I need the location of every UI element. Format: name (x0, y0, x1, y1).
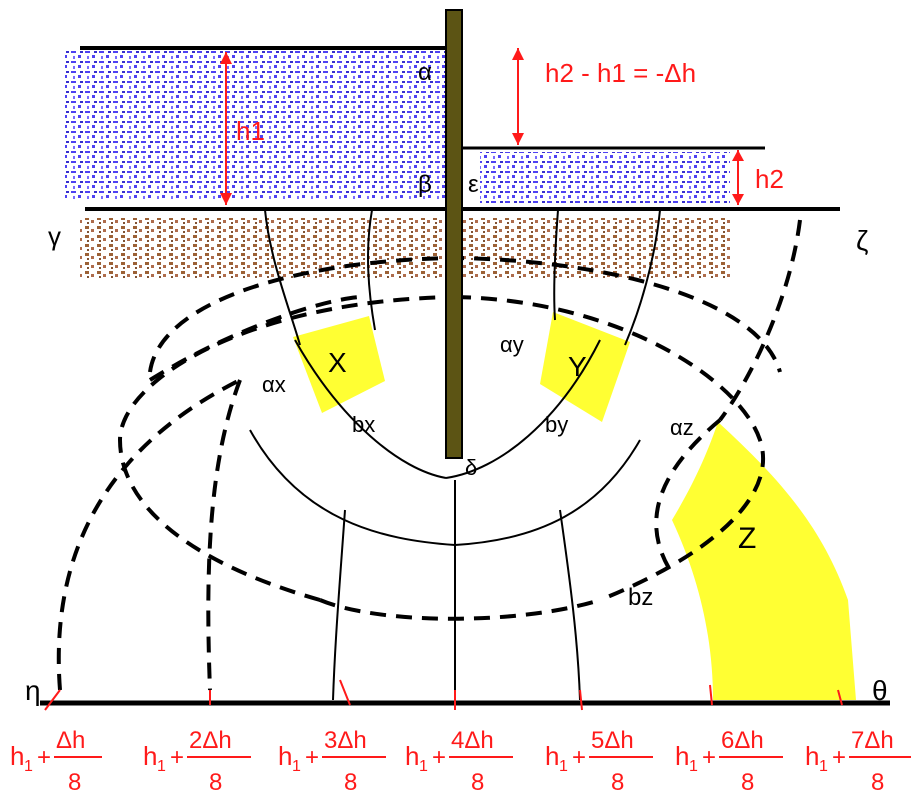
svg-text:h: h (675, 741, 689, 771)
cell-y-b-label: by (545, 412, 568, 437)
svg-text:1: 1 (157, 758, 166, 775)
upstream-depth-label: h1 (236, 116, 265, 146)
svg-text:h: h (545, 741, 559, 771)
cell-y-label: Y (568, 351, 587, 382)
svg-text:8: 8 (741, 769, 754, 796)
cell-x (293, 316, 385, 413)
svg-text:+: + (305, 744, 319, 771)
point-beta: β (418, 171, 432, 198)
point-epsilon: ε (468, 171, 479, 198)
point-zeta: ζ (856, 225, 868, 256)
dimension-arrows (220, 48, 744, 205)
head-level-ticks (44, 679, 843, 711)
svg-text:+: + (37, 744, 51, 771)
svg-text:+: + (432, 744, 446, 771)
svg-text:8: 8 (68, 769, 81, 796)
equipotential-lines (56, 219, 802, 691)
svg-text:1: 1 (292, 758, 301, 775)
svg-text:h: h (143, 741, 157, 771)
cell-x-label: X (328, 347, 347, 378)
svg-text:8: 8 (471, 769, 484, 796)
svg-text:+: + (702, 744, 716, 771)
svg-text:h: h (278, 741, 292, 771)
svg-text:7Δh: 7Δh (851, 727, 894, 754)
svg-text:+: + (572, 744, 586, 771)
svg-text:8: 8 (871, 769, 884, 796)
point-theta: θ (872, 675, 888, 706)
svg-text:1: 1 (689, 758, 698, 775)
downstream-water (480, 152, 730, 204)
point-eta: η (25, 675, 41, 706)
svg-text:2Δh: 2Δh (189, 727, 232, 754)
point-alpha: α (418, 59, 432, 86)
point-gamma: γ (48, 221, 61, 251)
cell-z-label: Z (738, 522, 756, 555)
svg-text:5Δh: 5Δh (591, 727, 634, 754)
cell-z (672, 422, 856, 700)
svg-text:+: + (170, 744, 184, 771)
sheet-pile (445, 9, 463, 459)
downstream-depth-label: h2 (755, 164, 784, 194)
cell-z-b-label: bz (628, 584, 653, 611)
cell-x-b-label: bx (352, 412, 375, 437)
svg-text:3Δh: 3Δh (324, 727, 367, 754)
svg-text:+: + (832, 744, 846, 771)
svg-text:1: 1 (24, 758, 33, 775)
svg-text:6Δh: 6Δh (721, 727, 764, 754)
svg-text:1: 1 (819, 758, 828, 775)
svg-text:4Δh: 4Δh (451, 727, 494, 754)
cell-x-a-label: αx (262, 372, 286, 397)
head-difference-label: h2 - h1 = -Δh (545, 58, 696, 88)
svg-text:8: 8 (209, 769, 222, 796)
svg-text:h: h (805, 741, 819, 771)
svg-text:8: 8 (344, 769, 357, 796)
flow-lines (249, 209, 661, 701)
svg-text:Δh: Δh (56, 727, 85, 754)
cell-z-a-label: αz (670, 415, 694, 440)
point-delta: δ (465, 455, 477, 480)
cell-y-a-label: αy (500, 332, 524, 357)
soil-layer (80, 218, 730, 278)
svg-text:8: 8 (611, 769, 624, 796)
svg-text:1: 1 (419, 758, 428, 775)
svg-text:1: 1 (559, 758, 568, 775)
upstream-water (65, 50, 445, 200)
svg-text:h: h (10, 741, 24, 771)
svg-text:h: h (405, 741, 419, 771)
